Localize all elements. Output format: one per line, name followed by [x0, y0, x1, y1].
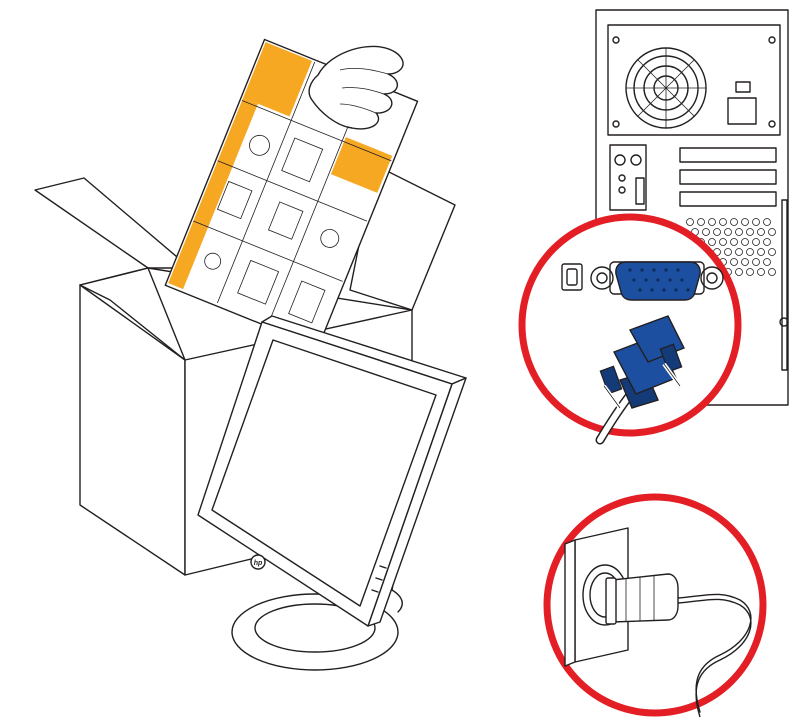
box-left-flap	[35, 178, 190, 268]
vga-pin	[668, 278, 671, 281]
vga-pin	[656, 278, 659, 281]
vga-pin	[644, 278, 647, 281]
vga-pin	[632, 278, 635, 281]
vga-pin	[640, 268, 643, 271]
small-port-icon	[562, 264, 582, 290]
vga-callout	[522, 217, 738, 440]
vga-pin	[650, 288, 653, 291]
vga-pin	[676, 268, 679, 271]
vga-pin	[664, 268, 667, 271]
vga-pin	[628, 268, 631, 271]
hp-logo-text: hp	[254, 560, 263, 567]
vga-pin	[662, 288, 665, 291]
vga-pin	[638, 288, 641, 291]
power-callout	[547, 497, 763, 717]
vga-pin	[680, 278, 683, 281]
vga-pin	[686, 288, 689, 291]
vga-pin	[674, 288, 677, 291]
vga-pin	[652, 268, 655, 271]
